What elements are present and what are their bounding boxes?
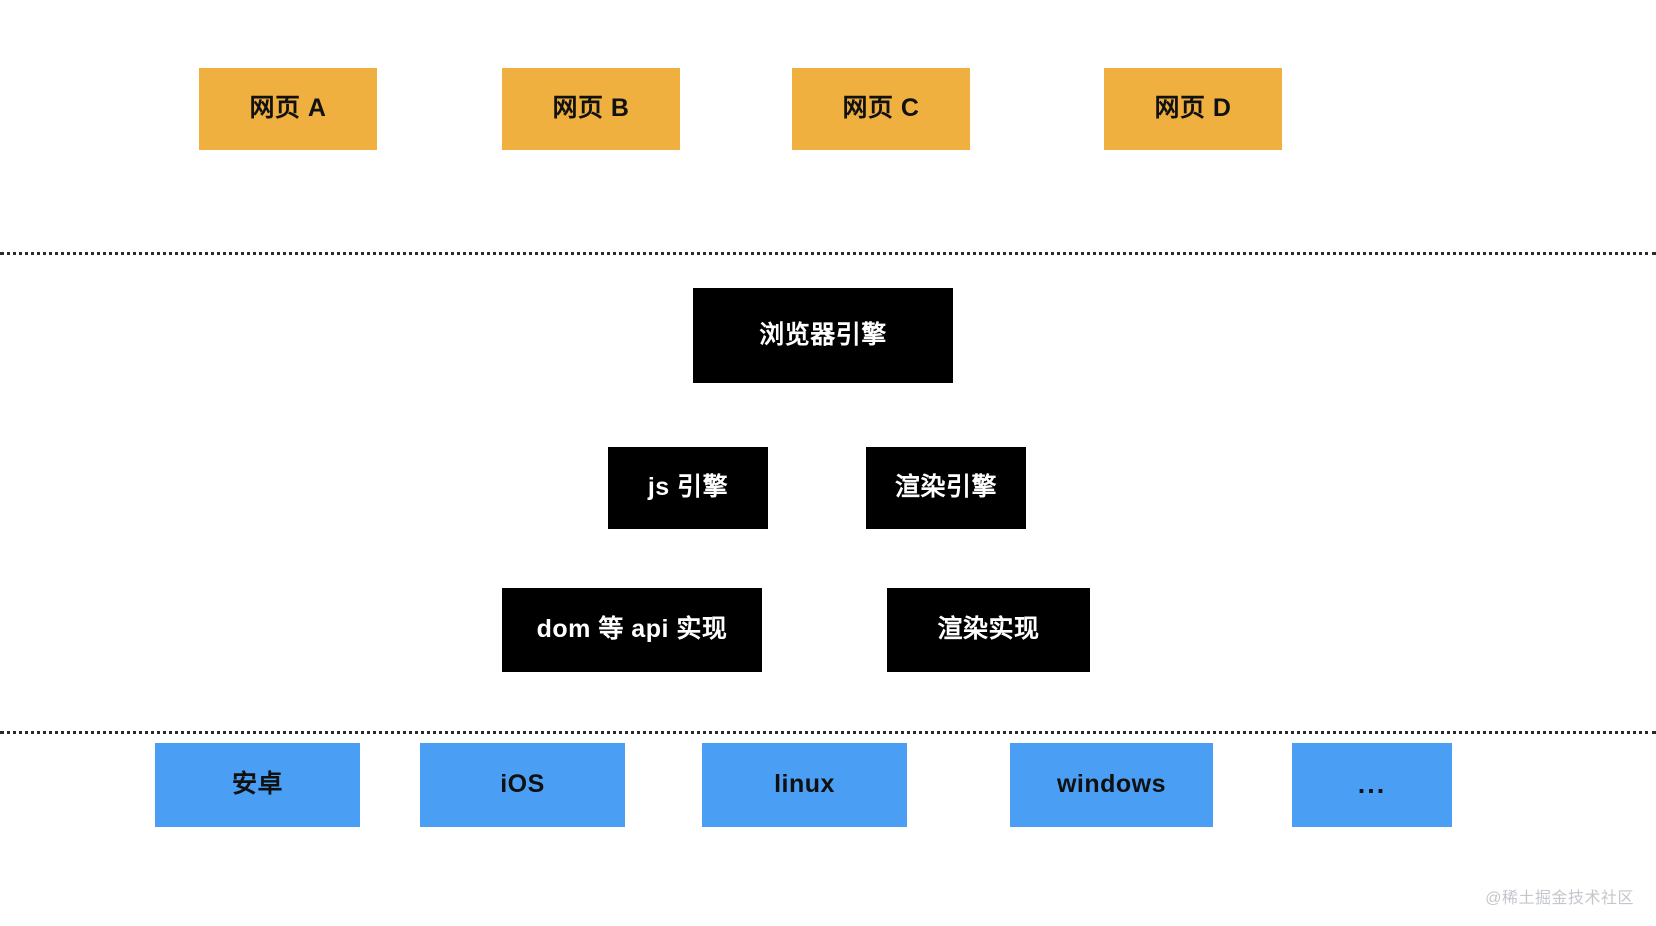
- web-page-box-a: 网页 A: [199, 68, 377, 150]
- web-page-label-a: 网页 A: [249, 94, 327, 123]
- os-box-android: 安卓: [155, 743, 360, 827]
- web-page-label-d: 网页 D: [1154, 94, 1232, 123]
- os-box-ios: iOS: [420, 743, 625, 827]
- render-impl-label: 渲染实现: [937, 615, 1040, 644]
- web-page-label-b: 网页 B: [552, 94, 630, 123]
- dom-api-impl-label: dom 等 api 实现: [536, 615, 728, 644]
- os-box-windows: windows: [1010, 743, 1213, 827]
- web-page-label-c: 网页 C: [842, 94, 920, 123]
- render-engine-box: 渲染引擎: [866, 447, 1026, 529]
- browser-engine-box: 浏览器引擎: [693, 288, 953, 383]
- os-box-more: ...: [1292, 743, 1452, 827]
- web-page-box-c: 网页 C: [792, 68, 970, 150]
- dom-api-impl-box: dom 等 api 实现: [502, 588, 762, 672]
- os-label-more: ...: [1357, 769, 1387, 800]
- divider-web-engine: [0, 252, 1656, 255]
- browser-engine-label: 浏览器引擎: [759, 320, 887, 349]
- web-page-box-b: 网页 B: [502, 68, 680, 150]
- js-engine-label: js 引擎: [647, 473, 729, 502]
- divider-engine-os: [0, 731, 1656, 734]
- os-label-ios: iOS: [500, 770, 545, 799]
- js-engine-box: js 引擎: [608, 447, 768, 529]
- os-label-windows: windows: [1056, 770, 1167, 799]
- render-impl-box: 渲染实现: [887, 588, 1090, 672]
- os-label-android: 安卓: [231, 770, 283, 799]
- watermark: @稀土掘金技术社区: [1485, 890, 1634, 907]
- web-page-box-d: 网页 D: [1104, 68, 1282, 150]
- os-box-linux: linux: [702, 743, 907, 827]
- os-label-linux: linux: [774, 770, 835, 799]
- render-engine-label: 渲染引擎: [894, 473, 997, 502]
